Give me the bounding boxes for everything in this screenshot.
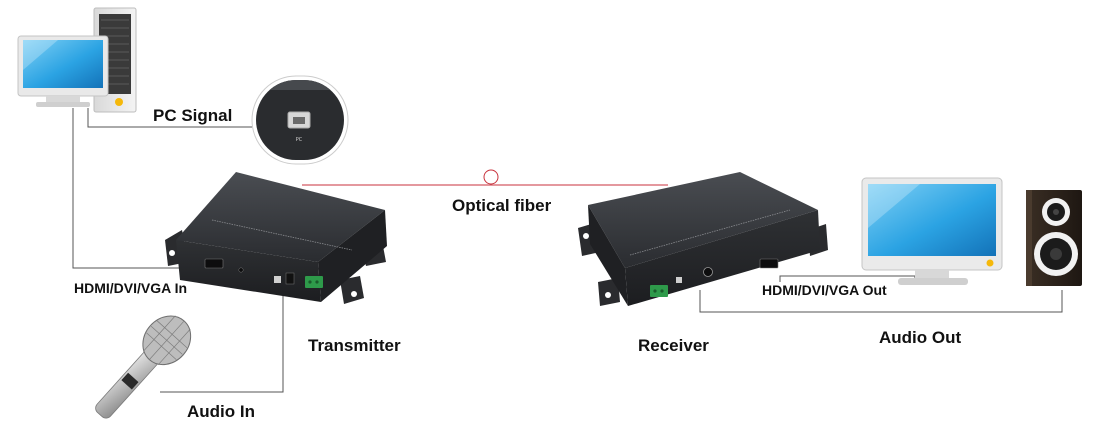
audio-out-cable xyxy=(699,290,1063,313)
pc-signal-label: PC Signal xyxy=(153,106,233,125)
audio-in-cable xyxy=(160,288,284,393)
receiver-label: Receiver xyxy=(638,336,709,355)
audio-in-label: Audio In xyxy=(187,402,255,421)
hdmi-out-label: HDMI/DVI/VGA Out xyxy=(762,282,887,298)
transmitter-device-icon xyxy=(165,172,387,304)
transmitter-label: Transmitter xyxy=(308,336,401,355)
microphone-icon xyxy=(95,315,192,419)
fiber-coil-icon xyxy=(483,169,499,185)
optical-fiber-link xyxy=(302,169,668,186)
optical-fiber-label: Optical fiber xyxy=(452,196,552,215)
receiver-device-icon xyxy=(578,172,828,306)
cables xyxy=(72,108,1063,393)
hdmi-in-label: HDMI/DVI/VGA In xyxy=(74,280,188,296)
audio-out-label: Audio Out xyxy=(879,328,962,347)
desktop-computer-icon xyxy=(17,7,137,113)
speaker-icon xyxy=(1026,190,1082,286)
monitor-icon xyxy=(861,177,1003,285)
usb-port-closeup-icon: PC xyxy=(251,75,349,165)
hdmi-in-cable xyxy=(72,108,214,269)
pc-signal-cable xyxy=(87,108,252,128)
svg-text:PC: PC xyxy=(296,137,303,143)
